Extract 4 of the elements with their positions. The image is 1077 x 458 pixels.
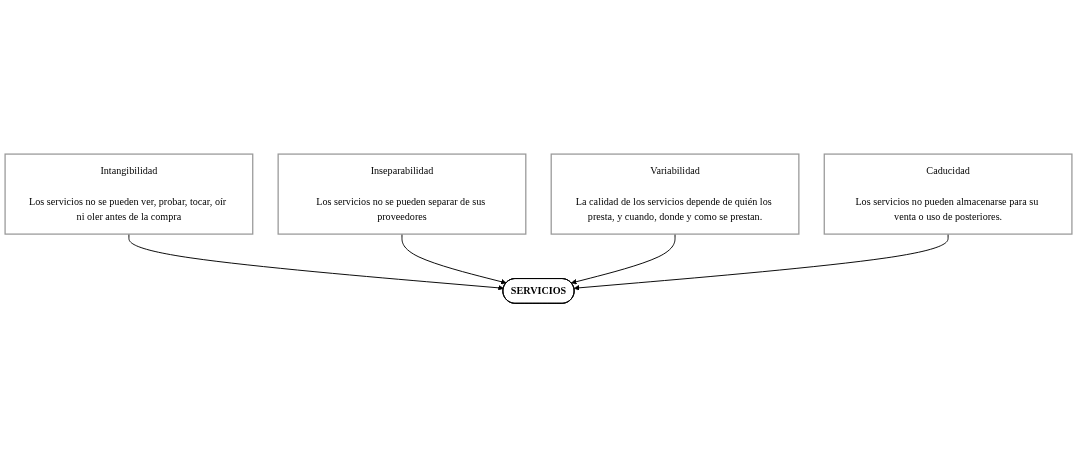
- node-box: Intangibilidad Los servicios no se pueden ver, probar, tocar, oír ni oler antes de la compra: [4, 153, 254, 236]
- node-box: Variabilidad La calidad de los servicios depende de quién los presta, y cuando, donde y como se prestan.: [550, 153, 800, 236]
- node-box: Caducidad Los servicios no pueden almacenarse para su venta o uso de posteriores.: [823, 153, 1073, 236]
- node-box: Inseparabilidad Los servicios no se pueden separar de sus proveedores: [277, 153, 527, 236]
